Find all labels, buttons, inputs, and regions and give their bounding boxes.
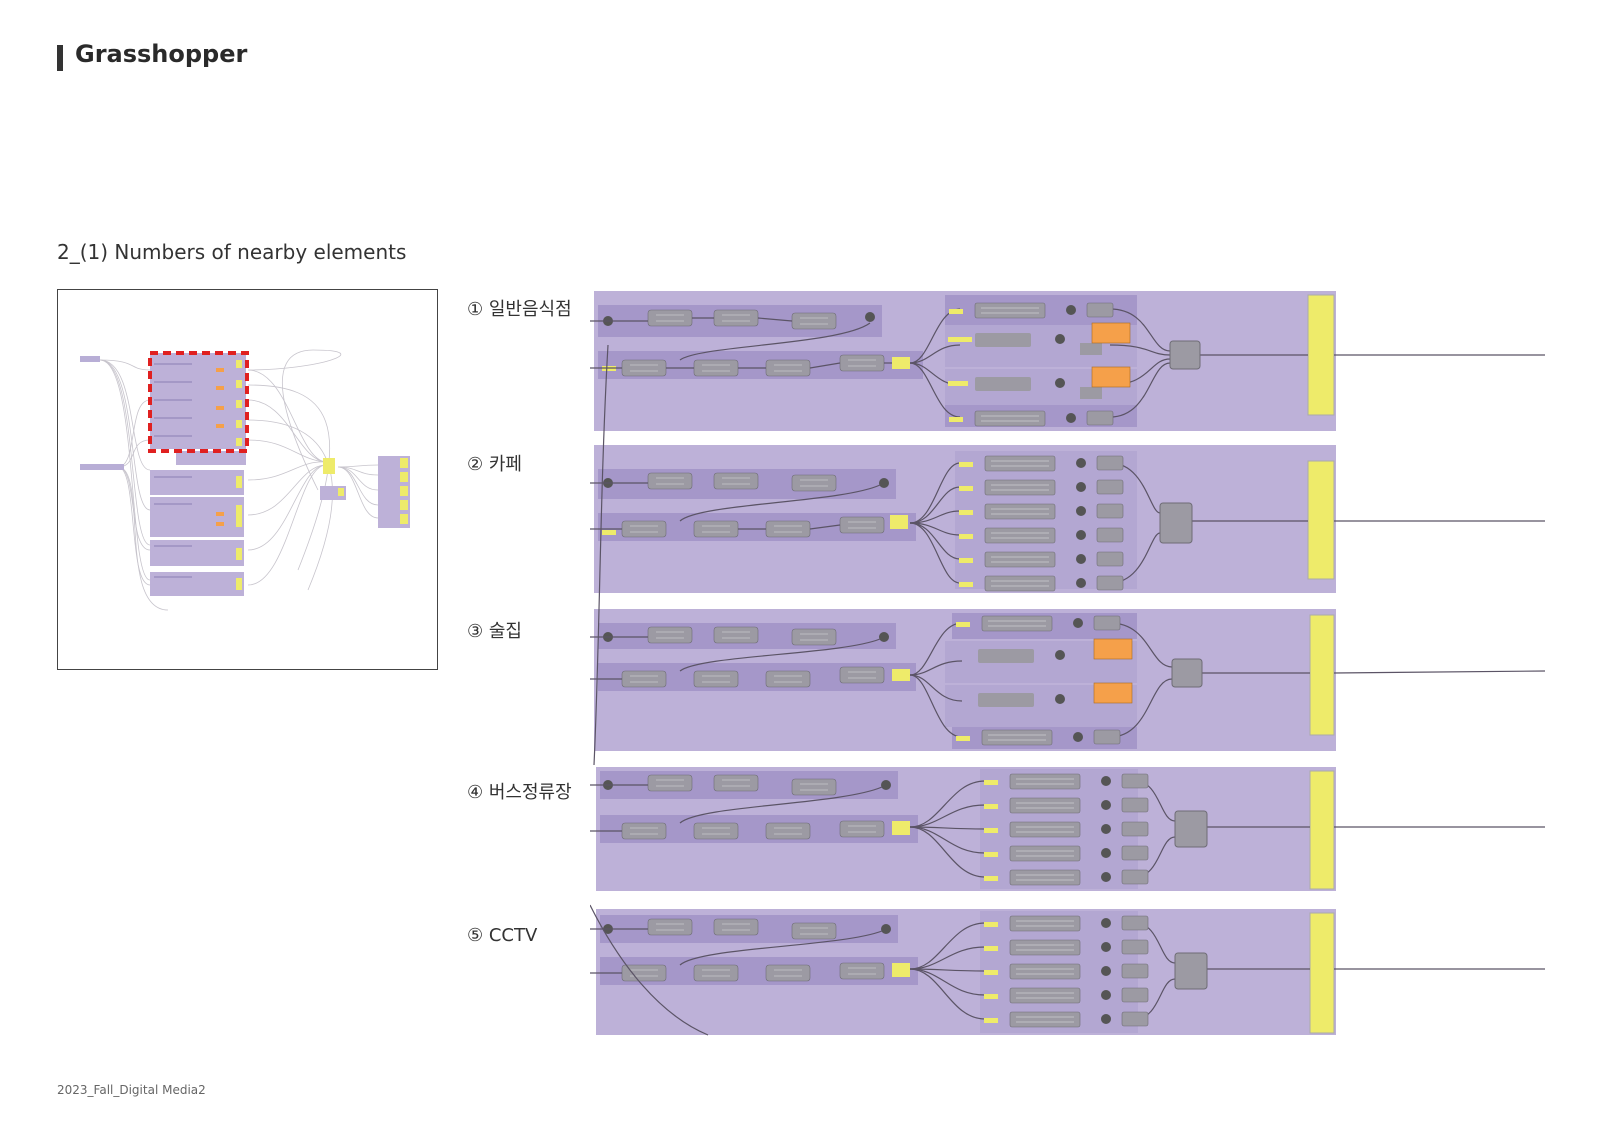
definition-bar: [590, 609, 1545, 751]
overview-diagram: [80, 349, 410, 611]
grasshopper-canvas: [590, 291, 1545, 1036]
footer-course-label: 2023_Fall_Digital Media2: [57, 1083, 206, 1097]
section-label-bus-stop: ④ 버스정류장: [467, 782, 572, 803]
definition-restaurant: [590, 291, 1545, 431]
definition-overview-thumbnail: [57, 289, 438, 670]
definition-cctv: [590, 904, 1545, 1036]
definition-cafe: [590, 445, 1545, 593]
section-label-cctv: ⑤ CCTV: [467, 925, 538, 946]
definition-bus-stop: [590, 767, 1545, 891]
section-label-cafe: ② 카페: [467, 454, 522, 475]
page-title: Grasshopper: [75, 40, 248, 68]
section-label-restaurant: ① 일반음식점: [467, 299, 572, 320]
section-label-bar: ③ 술집: [467, 621, 522, 642]
title-accent-bar: [57, 45, 63, 71]
highlight-box: [148, 351, 249, 453]
section-subtitle: 2_(1) Numbers of nearby elements: [57, 240, 407, 264]
